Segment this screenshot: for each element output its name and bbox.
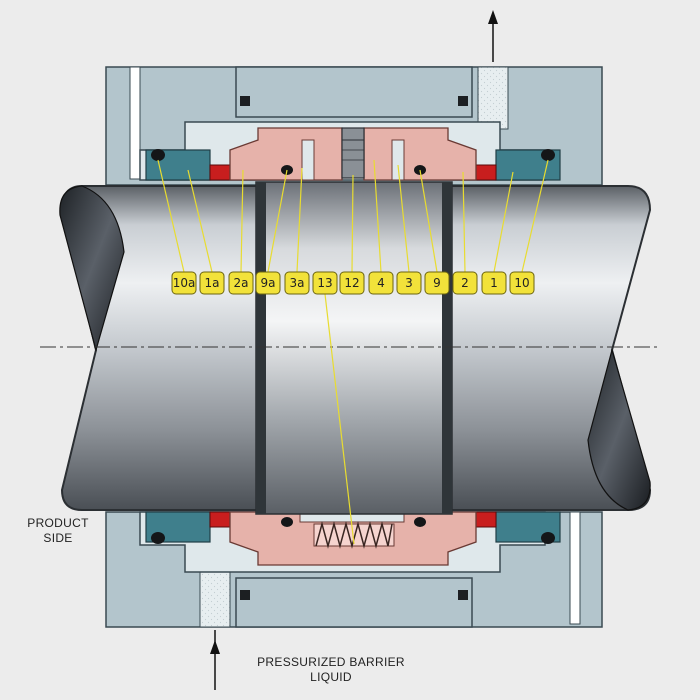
part-label: 10 — [509, 271, 535, 295]
label-text: 3a — [290, 276, 305, 290]
label-box — [199, 271, 225, 295]
label-text: 10 — [514, 276, 529, 290]
part-label: 2 — [452, 271, 478, 295]
leader-line — [521, 159, 549, 273]
part-label: 1 — [481, 271, 507, 295]
label-box — [481, 271, 507, 295]
leader-line — [397, 164, 410, 273]
shaft — [40, 181, 660, 515]
leader-line — [462, 171, 466, 273]
label-box — [368, 271, 394, 295]
label-text: 9a — [261, 276, 276, 290]
label-text: 4 — [377, 276, 385, 290]
part-label: 12 — [339, 271, 365, 295]
label-box — [228, 271, 254, 295]
label-text: 13 — [317, 276, 332, 290]
leader-line — [187, 169, 213, 273]
product-side-caption: PRODUCT SIDE — [27, 516, 89, 545]
label-text: 1 — [490, 276, 498, 290]
leader-line — [240, 169, 244, 273]
spring — [313, 521, 395, 549]
upper-seal-assembly — [145, 127, 561, 181]
leader-line — [419, 169, 438, 273]
part-label: 13 — [312, 271, 338, 295]
label-box — [284, 271, 310, 295]
leader-line — [267, 169, 288, 273]
leader-line — [296, 167, 303, 273]
arrow-up-icon — [210, 640, 220, 654]
part-labels: 10a 1a 2a 9a 3a 13 12 4 3 9 2 1 10 — [171, 271, 535, 295]
barrier-caption: PRESSURIZED BARRIER LIQUID — [257, 655, 405, 684]
barrier-line-1: PRESSURIZED BARRIER — [257, 655, 405, 669]
leader-line — [351, 174, 354, 273]
label-box — [396, 271, 422, 295]
product-side-line-2: SIDE — [43, 531, 72, 545]
part-label: 3a — [284, 271, 310, 295]
label-text: 9 — [433, 276, 441, 290]
inlet-arrow — [210, 630, 220, 690]
part-label: 9a — [255, 271, 281, 295]
leader-line — [157, 159, 185, 273]
label-box — [452, 271, 478, 295]
label-text: 10a — [173, 276, 196, 290]
label-box — [509, 271, 535, 295]
label-text: 1a — [205, 276, 220, 290]
leader-line — [324, 293, 355, 545]
outlet-arrow — [488, 10, 498, 62]
leader-line — [493, 171, 514, 273]
label-text: 12 — [344, 276, 359, 290]
product-side-line-1: PRODUCT — [27, 516, 89, 530]
label-box — [171, 271, 197, 295]
label-box — [424, 271, 450, 295]
arrow-up-icon — [488, 10, 498, 24]
part-label: 9 — [424, 271, 450, 295]
part-label: 4 — [368, 271, 394, 295]
part-label: 3 — [396, 271, 422, 295]
part-label: 2a — [228, 271, 254, 295]
label-box — [312, 271, 338, 295]
label-box — [255, 271, 281, 295]
part-label: 1a — [199, 271, 225, 295]
leader-line — [373, 159, 382, 273]
label-text: 2 — [461, 276, 469, 290]
barrier-line-2: LIQUID — [310, 670, 352, 684]
label-text: 2a — [234, 276, 249, 290]
label-text: 3 — [405, 276, 413, 290]
label-box — [339, 271, 365, 295]
leader-lines — [157, 159, 549, 545]
part-label: 10a — [171, 271, 197, 295]
